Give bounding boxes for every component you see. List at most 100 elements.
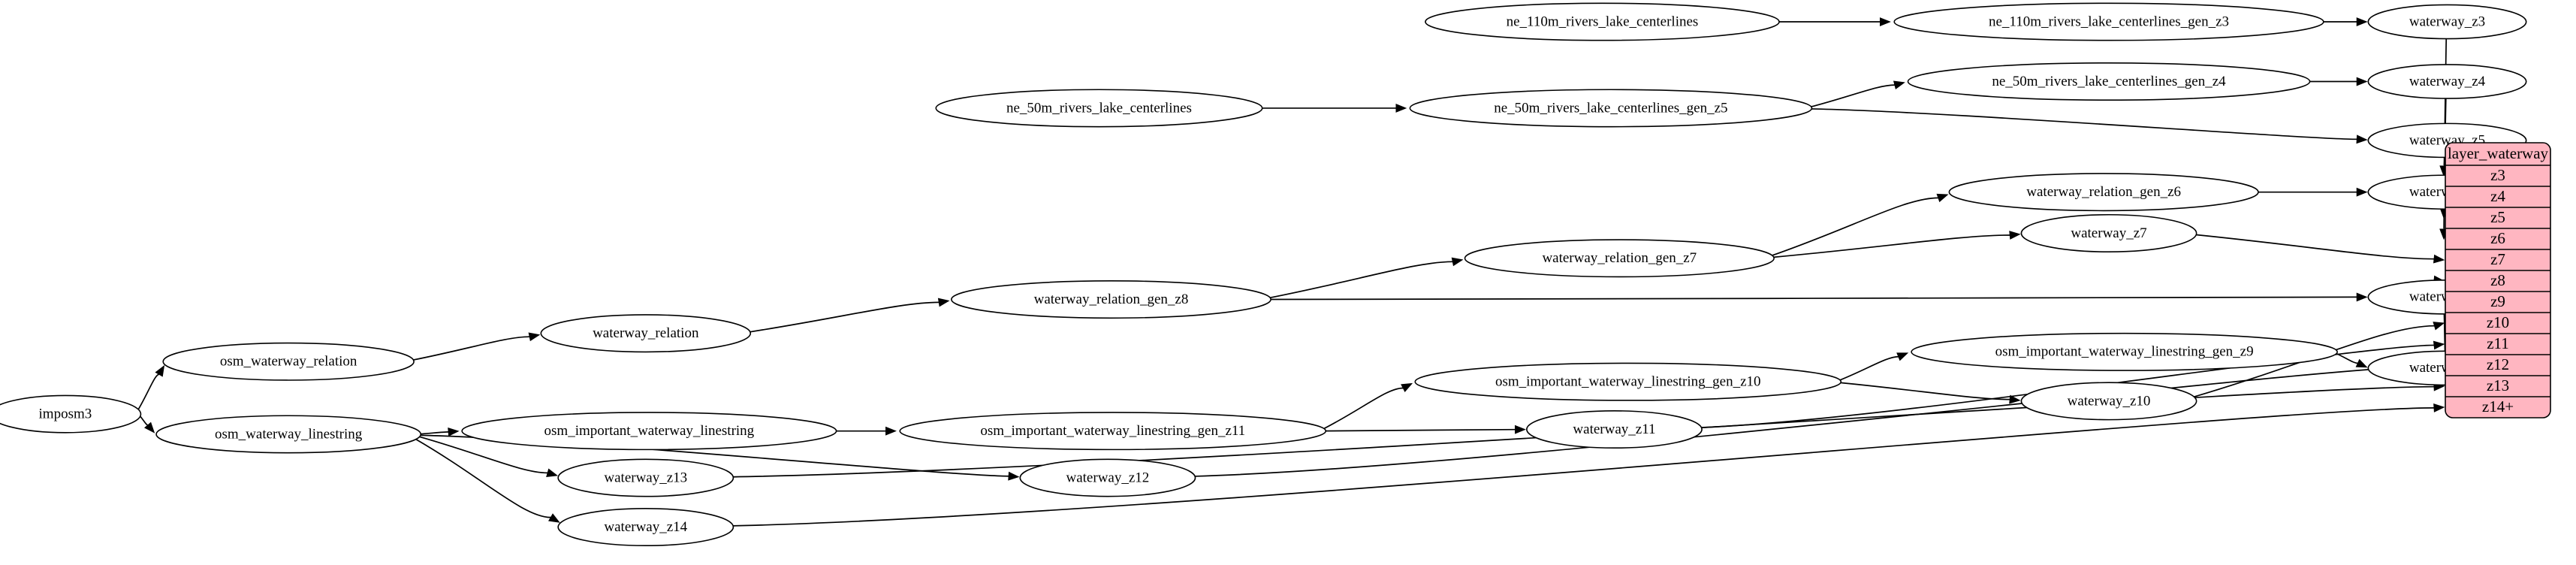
node-shape	[1414, 362, 1842, 401]
legend-title: layer_waterway	[2448, 144, 2549, 162]
edge-osm_important_waterway_linestring_gen_z10-to-waterway_z10	[1838, 382, 2010, 400]
node-label: waterway_z7	[2071, 225, 2146, 241]
arrowhead-icon	[2356, 134, 2368, 144]
arrowhead-icon	[2433, 403, 2445, 412]
edge-osm_waterway_linestring-to-waterway_z13	[418, 436, 548, 474]
node-osm_important_waterway_linestring_gen_z11[interactable]: osm_important_waterway_linestring_gen_z1…	[899, 412, 1327, 451]
node-osm_waterway_linestring[interactable]: osm_waterway_linestring	[155, 415, 422, 454]
legend-row-z7[interactable]: z7	[2490, 250, 2505, 268]
arrowhead-icon	[155, 364, 165, 377]
legend-row-z6[interactable]: z6	[2490, 229, 2505, 247]
node-shape	[935, 89, 1263, 128]
arrowhead-icon	[1936, 193, 1949, 203]
node-label: osm_important_waterway_linestring_gen_z1…	[980, 423, 1245, 439]
edge-waterway_relation_gen_z7-to-waterway_z7	[1772, 234, 2010, 258]
node-waterway_z4[interactable]: waterway_z4	[2367, 64, 2527, 99]
node-ne_50m_rivers_lake_centerlines_gen_z4[interactable]: ne_50m_rivers_lake_centerlines_gen_z4	[1907, 62, 2311, 101]
node-imposm3[interactable]: imposm3	[0, 394, 142, 434]
node-label: osm_waterway_relation	[220, 354, 357, 370]
node-waterway_z3[interactable]: waterway_z3	[2367, 4, 2527, 40]
node-waterway_z10[interactable]: waterway_z10	[2020, 382, 2197, 421]
legend-row-z9[interactable]: z9	[2490, 292, 2505, 310]
node-label: ne_50m_rivers_lake_centerlines	[1006, 100, 1192, 116]
node-shape	[1425, 2, 1780, 41]
legend-row-z10[interactable]: z10	[2487, 313, 2509, 331]
node-label: osm_important_waterway_linestring_gen_z9	[1995, 344, 2254, 360]
node-waterway_z13[interactable]: waterway_z13	[557, 458, 734, 497]
node-label: ne_50m_rivers_lake_centerlines_gen_z5	[1494, 100, 1727, 116]
node-ne_50m_rivers_lake_centerlines_gen_z5[interactable]: ne_50m_rivers_lake_centerlines_gen_z5	[1409, 89, 1813, 128]
node-label: osm_waterway_linestring	[215, 426, 363, 442]
node-ne_50m_rivers_lake_centerlines[interactable]: ne_50m_rivers_lake_centerlines	[935, 89, 1263, 128]
node-label: waterway_relation	[593, 325, 699, 341]
node-shape	[1464, 239, 1775, 278]
node-waterway_z14[interactable]: waterway_z14	[557, 507, 734, 547]
legend-row-z14p[interactable]: z14+	[2482, 397, 2514, 415]
node-label: waterway_z10	[2068, 393, 2151, 409]
node-osm_important_waterway_linestring[interactable]: osm_important_waterway_linestring	[461, 412, 837, 451]
legend-row-z3[interactable]: z3	[2490, 166, 2505, 184]
node-ne_110m_rivers_lake_centerlines_gen_z3[interactable]: ne_110m_rivers_lake_centerlines_gen_z3	[1893, 2, 2324, 41]
legend-row-z11[interactable]: z11	[2487, 334, 2509, 352]
arrowhead-icon	[1514, 425, 1526, 434]
node-ne_110m_rivers_lake_centerlines[interactable]: ne_110m_rivers_lake_centerlines	[1425, 2, 1780, 41]
node-waterway_relation_gen_z6[interactable]: waterway_relation_gen_z6	[1948, 173, 2259, 212]
edge-waterway_z10-to-layer_waterway-z10	[2193, 325, 2435, 398]
node-osm_important_waterway_linestring_gen_z10[interactable]: osm_important_waterway_linestring_gen_z1…	[1414, 362, 1842, 401]
node-osm_important_waterway_linestring_gen_z9[interactable]: osm_important_waterway_linestring_gen_z9	[1911, 332, 2338, 371]
node-shape	[1526, 410, 1703, 449]
node-label: waterway_z13	[604, 470, 687, 485]
legend-row-z4[interactable]: z4	[2490, 187, 2505, 205]
arrowhead-icon	[528, 332, 541, 342]
node-waterway_relation_gen_z7[interactable]: waterway_relation_gen_z7	[1464, 239, 1775, 278]
node-shape	[162, 342, 415, 381]
arrowhead-icon	[1896, 352, 1909, 361]
edge-osm_important_waterway_linestring_gen_z10-to-osm_important_waterway_linestring_gen_z9	[1838, 355, 1899, 382]
legend-row-z8[interactable]: z8	[2490, 271, 2505, 289]
node-shape	[1948, 173, 2259, 212]
edge-waterway_relation-to-waterway_relation_gen_z8	[749, 301, 940, 333]
arrowhead-icon	[2009, 394, 2021, 404]
arrowhead-icon	[2433, 322, 2445, 331]
edge-osm_waterway_linestring-to-waterway_z14	[415, 438, 551, 518]
node-shape	[1409, 89, 1813, 128]
node-label: osm_important_waterway_linestring_gen_z1…	[1495, 373, 1761, 389]
node-shape	[1907, 62, 2311, 101]
node-label: imposm3	[39, 406, 92, 421]
node-waterway_relation[interactable]: waterway_relation	[540, 314, 752, 353]
legend-row-z13[interactable]: z13	[2487, 376, 2509, 394]
node-label: waterway_z4	[2409, 74, 2486, 89]
arrowhead-icon	[2355, 358, 2368, 368]
node-waterway_relation_gen_z8[interactable]: waterway_relation_gen_z8	[951, 280, 1271, 319]
node-shape	[557, 507, 734, 547]
legend-table: layer_waterway z3 z4 z5 z6 z7 z8 z9 z10 z11 z12 z13…	[2445, 142, 2551, 418]
legend-row-z12[interactable]: z12	[2487, 355, 2509, 373]
node-shape	[0, 394, 142, 434]
node-shape	[2020, 382, 2197, 421]
node-waterway_z7[interactable]: waterway_z7	[2020, 213, 2197, 252]
node-label: waterway_relation_gen_z6	[2026, 184, 2181, 200]
arrowhead-icon	[937, 298, 950, 307]
nodes-layer: imposm3 osm_waterway_relation osm_waterway…	[0, 2, 2527, 547]
node-label: osm_important_waterway_linestring	[544, 423, 755, 439]
node-waterway_z11[interactable]: waterway_z11	[1526, 410, 1703, 449]
arrowhead-icon	[2356, 292, 2368, 302]
edge-osm_important_waterway_linestring_gen_z11-to-waterway_z11	[1323, 428, 1516, 432]
arrowhead-icon	[2356, 77, 2368, 86]
node-osm_waterway_relation[interactable]: osm_waterway_relation	[162, 342, 415, 381]
node-shape	[557, 458, 734, 497]
edge-ne_50m_rivers_lake_centerlines_gen_z5-to-ne_50m_rivers_lake_centerlines_gen_z4	[1809, 84, 1895, 108]
node-waterway_z12[interactable]: waterway_z12	[1019, 458, 1196, 497]
node-shape	[899, 412, 1327, 451]
edge-ne_50m_rivers_lake_centerlines_gen_z5-to-waterway_z5	[1809, 108, 2357, 140]
edge-waterway_z12-to-layer_waterway-z12	[1193, 365, 2435, 477]
legend-row-z5[interactable]: z5	[2490, 208, 2505, 226]
node-label: ne_110m_rivers_lake_centerlines	[1507, 14, 1699, 29]
node-shape	[1893, 2, 2324, 41]
node-label: waterway_relation_gen_z7	[1542, 250, 1697, 266]
node-label: waterway_z3	[2409, 14, 2485, 29]
node-label: waterway_relation_gen_z8	[1034, 292, 1189, 307]
edge-waterway_relation_gen_z7-to-waterway_relation_gen_z6	[1770, 197, 1938, 257]
